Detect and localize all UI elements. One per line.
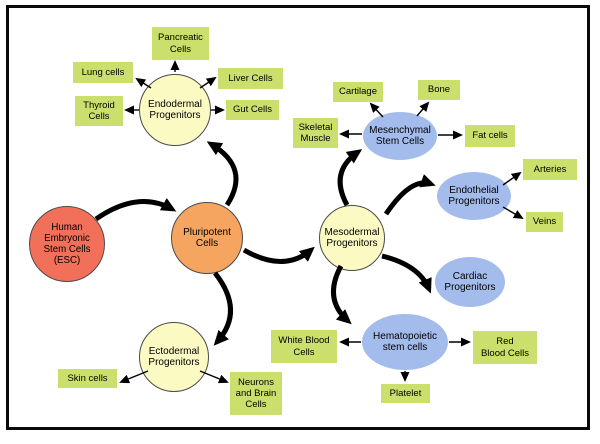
box-platelet: Platelet bbox=[381, 384, 430, 403]
diagram-border bbox=[6, 5, 590, 430]
box-skeletal-muscle: Skeletal Muscle bbox=[293, 118, 338, 148]
box-liver-cells: Liver Cells bbox=[218, 68, 283, 89]
node-mesodermal-progenitors: Mesodermal Progenitors bbox=[319, 205, 385, 271]
box-bone: Bone bbox=[418, 80, 460, 100]
box-red-blood-cells: Red Blood Cells bbox=[473, 331, 537, 364]
node-human-embryonic-stem-cells: Human Embryonic Stem Cells (ESC) bbox=[29, 206, 105, 282]
node-endothelial-progenitors: Endothelial Progenitors bbox=[437, 172, 511, 220]
node-pluripotent-cells: Pluripotent Cells bbox=[171, 202, 243, 274]
box-pancreatic-cells: Pancreatic Cells bbox=[152, 27, 209, 60]
node-hematopoietic-stem-cells: Hematopoietic stem cells bbox=[362, 314, 448, 370]
box-thyroid-cells: Thyroid Cells bbox=[75, 96, 123, 126]
box-gut-cells: Gut Cells bbox=[226, 100, 279, 120]
node-endodermal-progenitors: Endodermal Progenitors bbox=[139, 74, 211, 146]
box-neurons-and-brain-cells: Neurons and Brain Cells bbox=[230, 372, 282, 415]
node-cardiac-progenitors: Cardiac Progenitors bbox=[435, 257, 505, 307]
node-ectodermal-progenitors: Ectodermal Progenitors bbox=[139, 322, 209, 392]
box-skin-cells: Skin cells bbox=[58, 369, 117, 388]
node-mesenchymal-stem-cells: Mesenchymal Stem Cells bbox=[363, 112, 437, 160]
box-cartilage: Cartilage bbox=[333, 82, 383, 102]
box-lung-cells: Lung cells bbox=[73, 62, 133, 83]
box-arteries: Arteries bbox=[523, 159, 577, 180]
box-white-blood-cells: White Blood Cells bbox=[271, 330, 337, 363]
box-veins: Veins bbox=[526, 212, 563, 232]
box-fat-cells: Fat cells bbox=[465, 125, 515, 147]
